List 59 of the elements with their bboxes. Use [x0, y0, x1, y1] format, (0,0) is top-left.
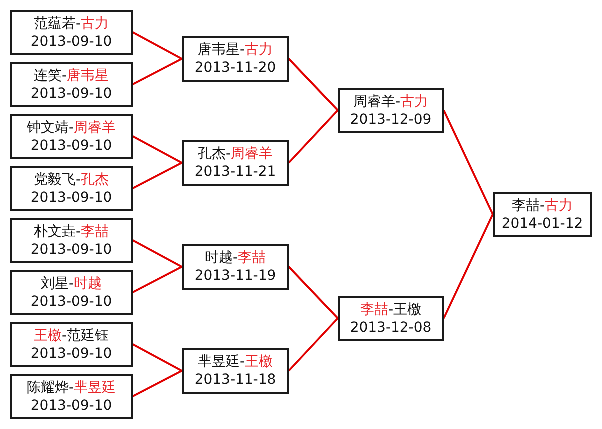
match-box [182, 36, 289, 82]
match-players: 王檄-范廷钰 [34, 326, 110, 344]
match-date: 2013-09-10 [30, 396, 112, 414]
bracket-line [132, 32, 182, 60]
match-box [493, 192, 592, 237]
match-players: 时越-李喆 [204, 249, 266, 267]
bracket-line [132, 136, 182, 164]
match-players: 孔杰-周睿羊 [198, 145, 274, 163]
match-box [338, 88, 444, 133]
match-players: 芈昱廷-王檄 [198, 353, 274, 371]
match-date: 2013-09-10 [30, 188, 112, 206]
bracket-line [132, 240, 182, 268]
match-box [182, 140, 289, 186]
match-players: 周睿羊-古力 [353, 92, 429, 110]
match-players: 李喆-王檄 [360, 300, 422, 318]
match-players: 刘星-时越 [40, 274, 102, 292]
match-date: 2013-09-10 [30, 292, 112, 310]
match-box [10, 166, 133, 211]
match-players: 钟文靖-周睿羊 [26, 118, 116, 136]
match-date: 2013-09-10 [30, 32, 112, 50]
match-date: 2013-11-19 [194, 267, 276, 285]
bracket-line [443, 214, 494, 319]
match-box [10, 270, 133, 315]
bracket-line [132, 370, 182, 398]
match-date: 2013-11-21 [194, 163, 276, 181]
match-date: 2013-09-10 [30, 136, 112, 154]
match-box [10, 10, 133, 55]
match-players: 朴文垚-李喆 [34, 222, 110, 240]
match-box [338, 296, 444, 341]
match-box [10, 322, 133, 367]
match-players: 党毅飞-孔杰 [34, 170, 110, 188]
bracket-line [288, 266, 339, 320]
match-box [10, 114, 133, 159]
match-date: 2013-12-08 [350, 318, 432, 336]
match-date: 2013-09-10 [30, 240, 112, 258]
match-players: 陈耀烨-芈昱廷 [26, 378, 116, 396]
match-box [182, 244, 289, 290]
match-date: 2013-11-18 [194, 371, 276, 389]
bracket-line [288, 110, 339, 164]
match-box [10, 218, 133, 263]
match-date: 2013-09-10 [30, 344, 112, 362]
bracket-line [443, 110, 494, 215]
match-box [10, 62, 133, 107]
bracket-line [132, 58, 182, 86]
match-date: 2013-11-20 [194, 59, 276, 77]
match-box [10, 374, 133, 419]
bracket-line [132, 266, 182, 294]
bracket-line [288, 58, 339, 112]
bracket-line [288, 318, 339, 372]
match-players: 连笑-唐韦星 [34, 66, 110, 84]
match-date: 2014-01-12 [502, 214, 584, 232]
bracket-line [132, 344, 182, 372]
match-players: 范蕴若-古力 [34, 14, 110, 32]
match-players: 李喆-古力 [512, 196, 574, 214]
match-date: 2013-09-10 [30, 84, 112, 102]
match-players: 唐韦星-古力 [198, 41, 274, 59]
bracket-line [132, 162, 182, 190]
match-box [182, 348, 289, 394]
match-date: 2013-12-09 [350, 110, 432, 128]
